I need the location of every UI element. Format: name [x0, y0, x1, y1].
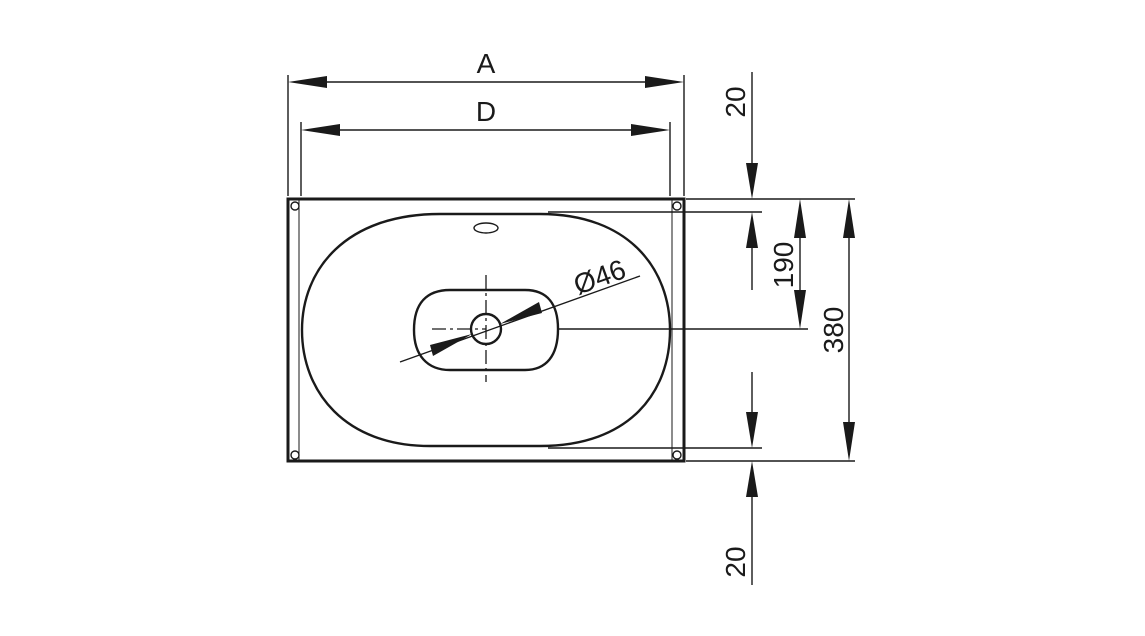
- mounting-hole-top-left: [290, 201, 300, 211]
- overflow-slot: [473, 222, 499, 234]
- dim-380-label: 380: [818, 307, 849, 354]
- dim-d-arrow-left: [301, 124, 340, 136]
- dim-190-label: 190: [768, 242, 799, 289]
- mounting-hole-bottom-right: [672, 450, 682, 460]
- dim-bottom-20-label: 20: [720, 546, 751, 577]
- mounting-hole-top-right: [672, 201, 682, 211]
- dim-a-arrow-right: [645, 76, 684, 88]
- dim-top-20-arrow-down: [746, 163, 758, 199]
- dim-d-label: D: [476, 96, 496, 127]
- dim-d-arrow-right: [631, 124, 670, 136]
- dim-380-arrow-down: [843, 422, 855, 461]
- diameter-arrow-left: [430, 334, 472, 356]
- dim-a-arrow-left: [288, 76, 327, 88]
- diameter-arrow-right: [500, 302, 542, 324]
- dim-a-label: A: [477, 48, 496, 79]
- dim-190-arrow-up: [794, 199, 806, 238]
- dim-bottom-20-arrow-down: [746, 412, 758, 448]
- dim-top-20-label: 20: [720, 86, 751, 117]
- basin-inner-edge: [298, 198, 673, 462]
- dim-top-20-arrow-up: [746, 212, 758, 248]
- dim-190-arrow-down: [794, 290, 806, 329]
- dim-bottom-20-arrow-up: [746, 461, 758, 497]
- diameter-label: Ø46: [569, 253, 629, 300]
- mounting-hole-bottom-left: [290, 450, 300, 460]
- dim-380-arrow-up: [843, 199, 855, 238]
- bowl-outline: [300, 212, 672, 448]
